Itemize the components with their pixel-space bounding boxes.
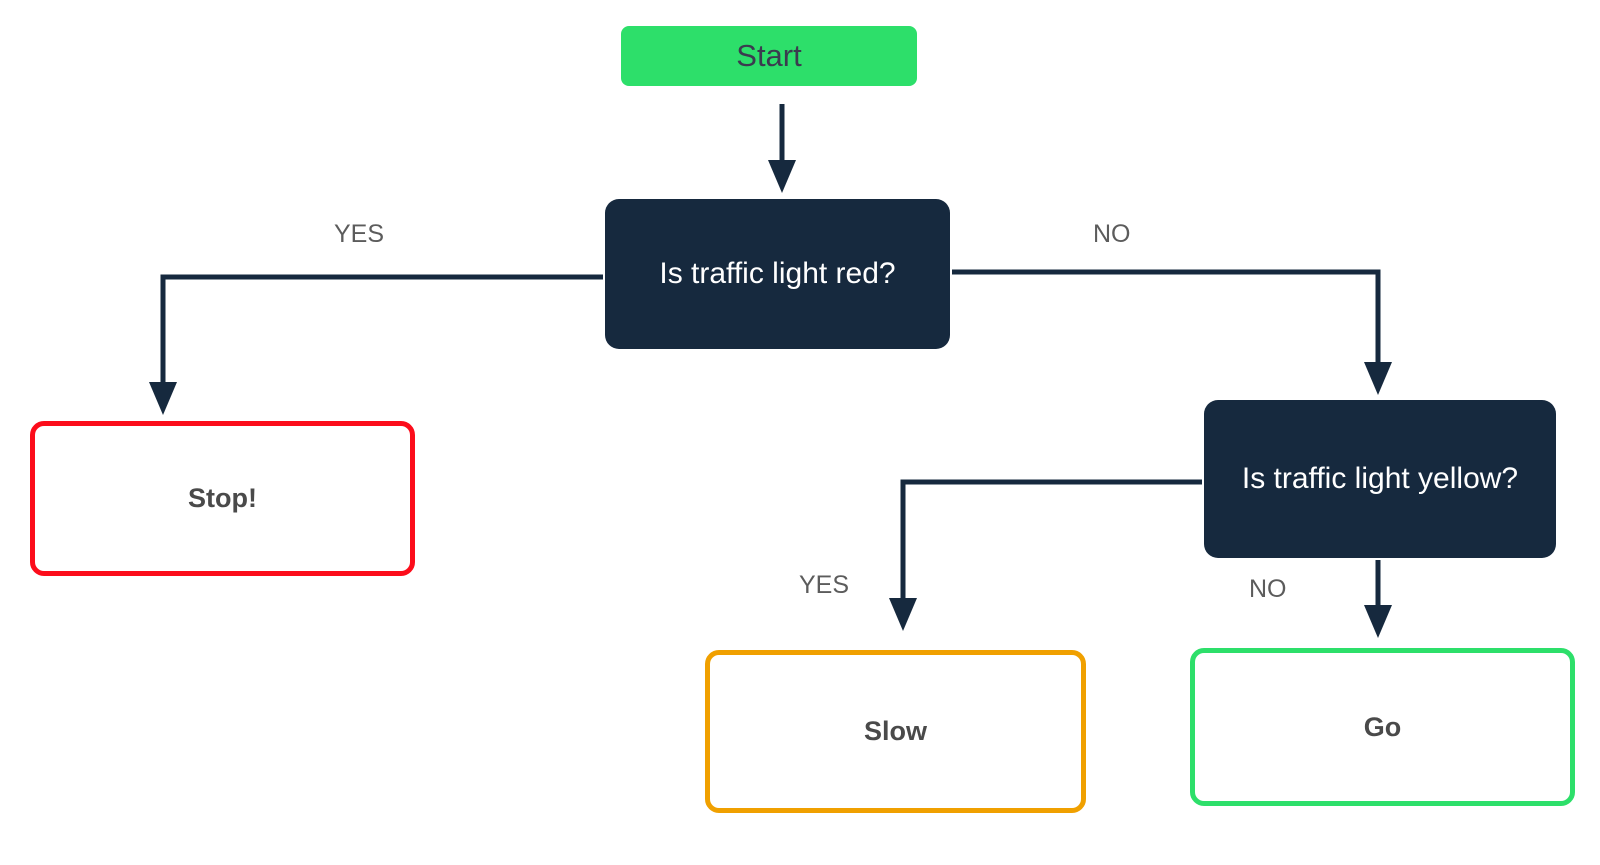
- edge-label-red-yes: YES: [334, 220, 385, 248]
- node-outcome-go-label: Go: [1363, 711, 1402, 742]
- node-start-label: Start: [736, 38, 802, 74]
- connector-red-yes-to-stop: [149, 274, 603, 415]
- node-decision-red[interactable]: Is traffic light red?: [605, 199, 950, 349]
- node-start[interactable]: Start: [621, 26, 917, 86]
- edge-label-red-no: NO: [1093, 220, 1131, 248]
- node-outcome-slow[interactable]: Slow: [705, 650, 1086, 813]
- node-outcome-stop-label: Stop!: [188, 483, 257, 514]
- edge-label-yellow-yes: YES: [799, 571, 850, 599]
- node-outcome-go[interactable]: Go: [1190, 648, 1575, 806]
- connector-yellow-yes-to-slow: [889, 479, 1202, 631]
- edge-label-yellow-no: NO: [1249, 575, 1287, 603]
- connector-red-no-to-yellow: [952, 269, 1393, 395]
- node-outcome-slow-label: Slow: [863, 716, 927, 747]
- node-outcome-stop[interactable]: Stop!: [30, 421, 415, 576]
- node-decision-yellow[interactable]: Is traffic light yellow?: [1204, 400, 1556, 558]
- node-decision-yellow-label: Is traffic light yellow?: [1241, 462, 1519, 495]
- node-decision-red-label: Is traffic light red?: [659, 257, 896, 290]
